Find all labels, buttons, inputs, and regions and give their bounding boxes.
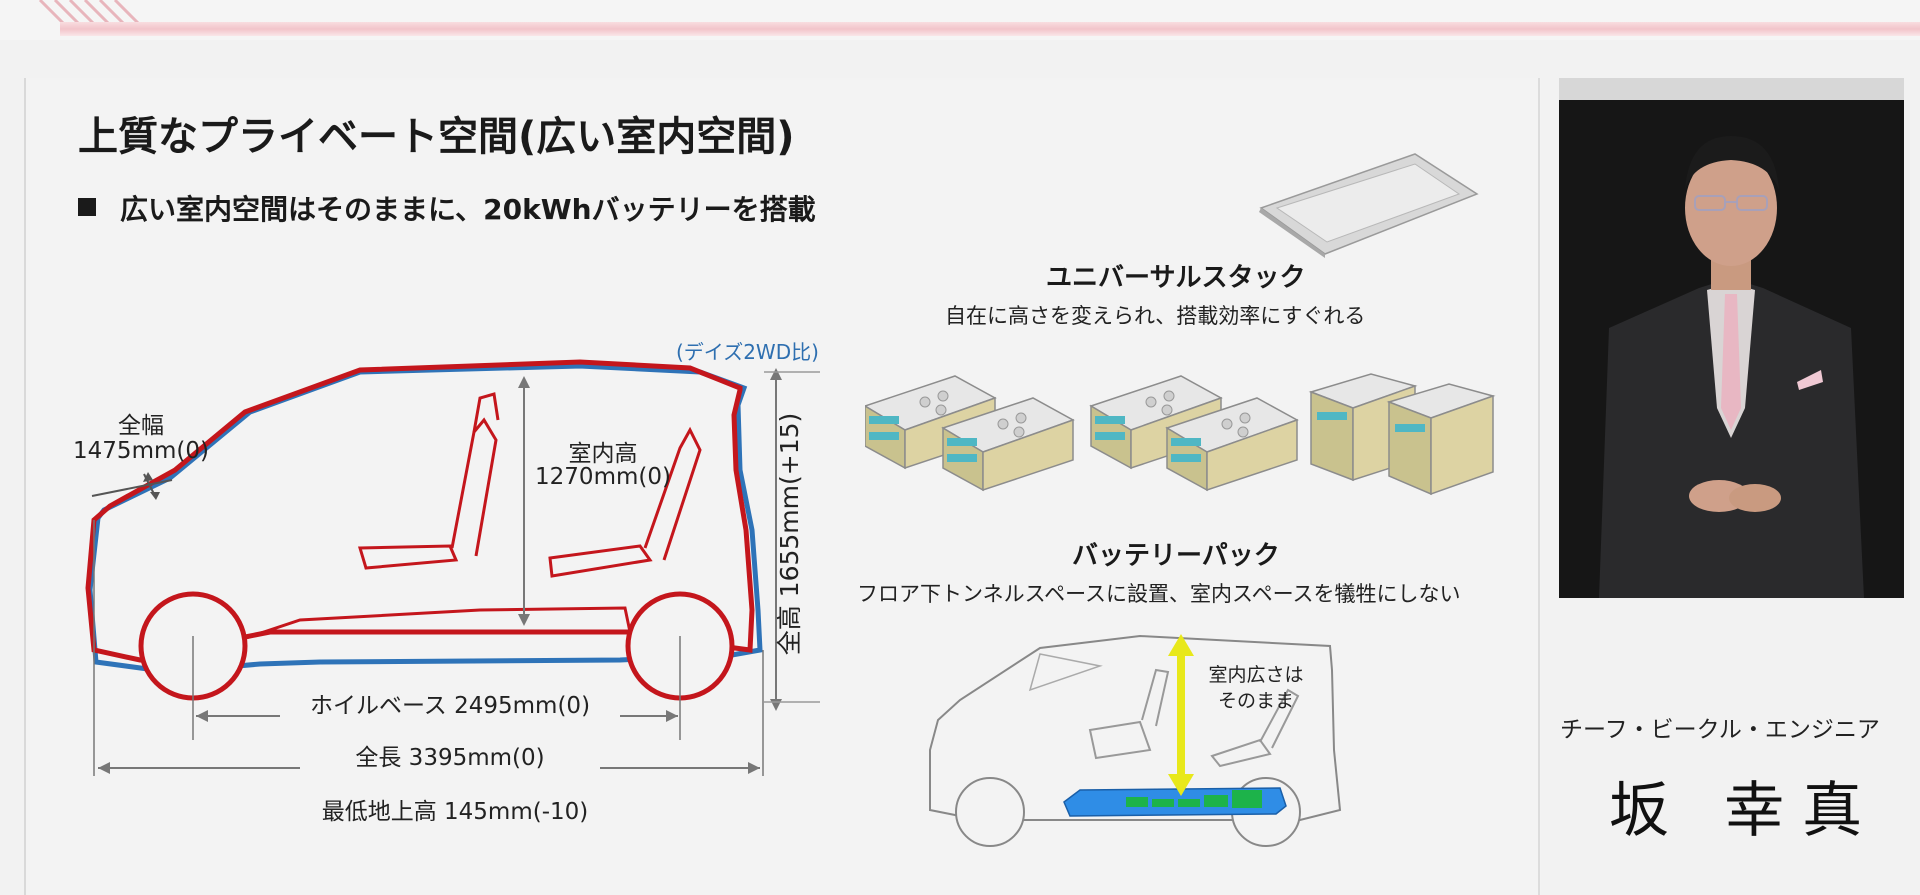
module-group-2 bbox=[1090, 375, 1298, 491]
bullet-text: 広い室内空間はそのままに、20kWhバッテリーを搭載 bbox=[120, 193, 816, 226]
slide-title: 上質なプライベート空間(広い室内空間) bbox=[78, 114, 795, 160]
interior-space-label-1: 室内広さは bbox=[1208, 664, 1304, 686]
width-label: 全幅 bbox=[118, 413, 164, 439]
interior-height-value: 1270mm(0) bbox=[535, 464, 671, 490]
battery-layout-diagram bbox=[929, 634, 1342, 847]
rear-seat-outline bbox=[548, 426, 702, 578]
battery-module-images bbox=[865, 373, 1496, 496]
ground-clearance-label: 最低地上高 145mm(-10) bbox=[321, 799, 589, 825]
speaker-figure bbox=[1559, 100, 1904, 598]
speaker-video bbox=[1559, 78, 1904, 598]
universal-stack-title: ユニバーサルスタック bbox=[1046, 263, 1306, 293]
module-group-3 bbox=[1308, 373, 1496, 496]
speaker-name: 坂 幸真 bbox=[1609, 776, 1881, 846]
battery-pack-shape bbox=[1063, 787, 1287, 817]
interior-space-label-2: そのまま bbox=[1217, 690, 1294, 712]
comparison-note: (デイズ2WD比) bbox=[676, 340, 819, 364]
front-seat-outline bbox=[357, 417, 498, 570]
battery-pack-description: フロア下トンネルスペースに設置、室内スペースを犠牲にしない bbox=[857, 582, 1461, 606]
total-height-label: 全高 1655mm(+15) bbox=[775, 412, 804, 656]
speaker-role: チーフ・ビークル・エンジニア bbox=[1560, 717, 1880, 743]
battery-cell-image bbox=[1259, 153, 1479, 258]
top-stripe bbox=[60, 22, 1920, 36]
slide-divider bbox=[1538, 78, 1540, 895]
length-label: 全長 3395mm(0) bbox=[300, 738, 600, 772]
universal-stack-description: 自在に高さを変えられ、搭載効率にすぐれる bbox=[945, 304, 1366, 328]
battery-pack-title: バッテリーパック bbox=[1072, 541, 1280, 571]
width-value: 1475mm(0) bbox=[73, 438, 209, 464]
interior-height-label: 室内高 bbox=[568, 441, 638, 467]
bullet-square-icon bbox=[78, 198, 96, 216]
module-group-1 bbox=[865, 375, 1074, 491]
video-top-bar bbox=[1559, 78, 1904, 100]
slide-bullet: 広い室内空間はそのままに、20kWhバッテリーを搭載 bbox=[78, 188, 816, 228]
wheelbase-label: ホイルベース 2495mm(0) bbox=[280, 686, 620, 720]
